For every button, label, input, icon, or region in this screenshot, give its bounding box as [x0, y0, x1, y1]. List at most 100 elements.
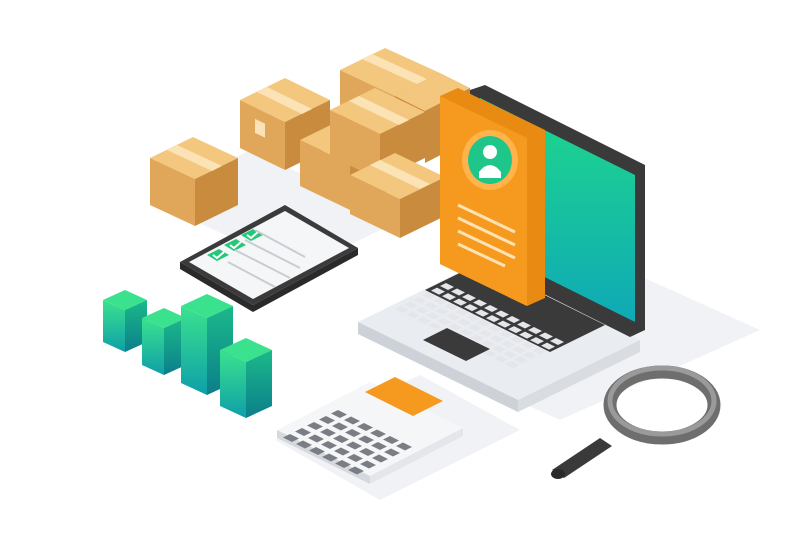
key — [440, 283, 454, 290]
key — [453, 298, 467, 306]
key — [512, 346, 526, 354]
key — [370, 429, 386, 438]
box — [150, 137, 238, 226]
key — [550, 338, 564, 345]
key — [308, 434, 324, 443]
key — [422, 292, 436, 300]
key — [295, 428, 311, 436]
key — [335, 460, 351, 468]
checklist-lines — [227, 229, 306, 288]
key — [283, 434, 299, 442]
key — [492, 345, 506, 353]
key — [357, 423, 373, 431]
check-icon — [224, 239, 246, 251]
key — [459, 328, 473, 336]
key — [347, 454, 363, 462]
key — [320, 428, 336, 437]
bar-block — [103, 290, 147, 352]
key — [437, 317, 451, 325]
key — [371, 442, 387, 450]
key — [521, 341, 535, 349]
key — [333, 435, 349, 443]
calculator — [277, 377, 463, 484]
key — [483, 350, 497, 357]
key — [346, 441, 362, 450]
bar-block — [142, 308, 186, 375]
key — [541, 342, 555, 350]
key — [442, 293, 456, 301]
key — [358, 435, 374, 444]
key — [506, 316, 520, 323]
calculator-keys — [283, 410, 412, 475]
key — [466, 314, 480, 322]
document-lines — [457, 203, 516, 268]
key — [395, 306, 409, 313]
profile-document — [440, 88, 545, 306]
key — [477, 319, 491, 327]
key — [468, 324, 482, 332]
key — [319, 416, 335, 424]
key — [517, 321, 531, 329]
key — [307, 422, 323, 430]
key — [433, 297, 447, 305]
keyboard — [425, 263, 605, 352]
key — [523, 351, 537, 359]
key — [334, 447, 350, 456]
key — [296, 440, 312, 449]
key — [413, 296, 427, 304]
key — [530, 337, 544, 345]
key — [528, 327, 542, 334]
key — [406, 311, 420, 319]
key — [508, 326, 522, 334]
bar-block — [220, 338, 272, 418]
magnifying-glass — [551, 365, 721, 479]
key — [322, 453, 338, 462]
check-icon — [207, 249, 229, 261]
key — [451, 288, 465, 296]
key — [331, 410, 347, 418]
key — [510, 336, 524, 344]
key — [519, 331, 533, 339]
key — [490, 335, 504, 343]
key — [372, 454, 388, 463]
key — [384, 448, 400, 457]
key — [415, 306, 429, 314]
key — [309, 447, 325, 455]
key — [344, 416, 360, 425]
key — [446, 313, 460, 321]
key — [360, 460, 376, 469]
clipboard-checklist — [180, 205, 358, 312]
key — [462, 294, 476, 301]
key — [503, 350, 517, 358]
key — [359, 448, 375, 456]
key — [404, 301, 418, 309]
key — [505, 361, 519, 368]
key — [464, 304, 478, 312]
key — [332, 422, 348, 431]
key — [488, 325, 502, 333]
key — [426, 312, 440, 320]
key — [435, 307, 449, 315]
key — [499, 330, 513, 338]
key — [501, 340, 515, 348]
key — [495, 310, 509, 318]
key — [484, 305, 498, 312]
bar-chart-blocks — [103, 290, 272, 418]
key — [417, 317, 431, 324]
calculator-display — [365, 377, 443, 416]
key — [424, 302, 438, 310]
key — [470, 334, 484, 342]
key — [475, 309, 489, 317]
key — [428, 322, 442, 330]
key — [431, 287, 445, 295]
key — [348, 466, 364, 475]
key — [494, 355, 508, 363]
key — [497, 320, 511, 328]
touchpad — [423, 328, 490, 361]
key — [444, 303, 458, 311]
key — [396, 442, 412, 451]
key — [539, 332, 553, 340]
key — [448, 323, 462, 331]
box — [350, 153, 445, 238]
